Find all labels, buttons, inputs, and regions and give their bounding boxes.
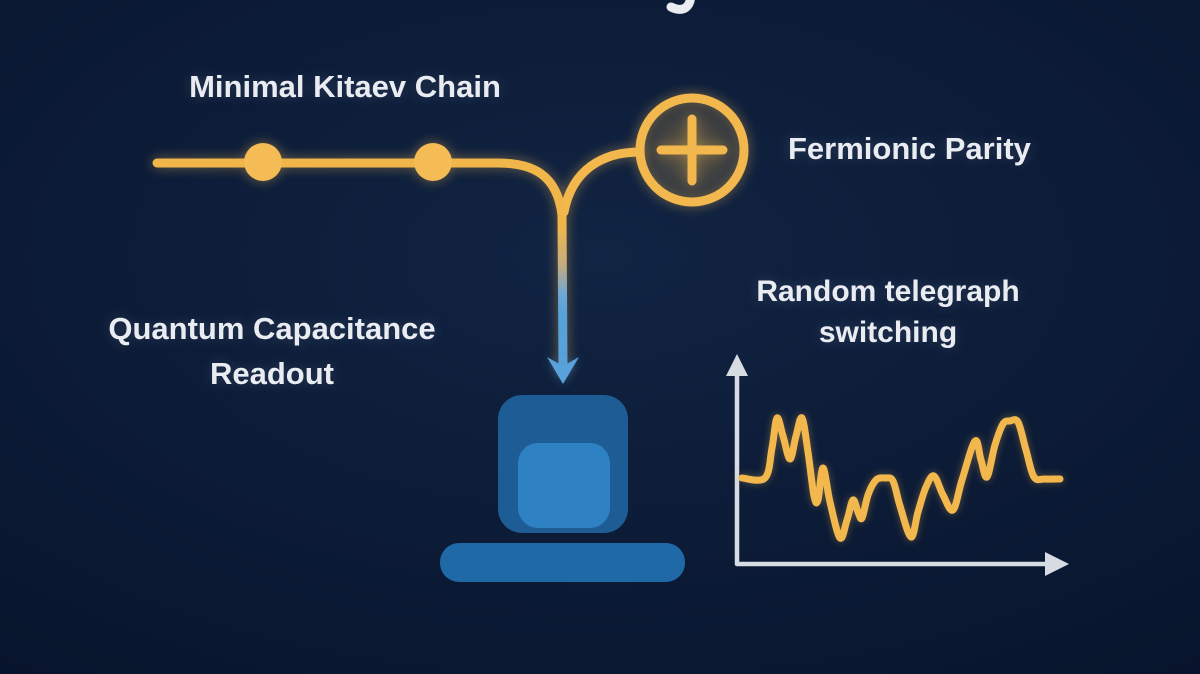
chain-site-dot-1-icon [244, 143, 282, 181]
chain-site-dot-2-icon [414, 143, 452, 181]
readout-device-screen [518, 443, 610, 528]
fermionic-parity-label: Fermionic Parity [788, 131, 1031, 166]
plus-circle-icon [635, 93, 749, 207]
readout-device-icon [440, 395, 685, 582]
parity-branch-wire [559, 147, 645, 217]
plus-glyph [656, 114, 728, 186]
random-telegraph-switching-label: Random telegraph switching [756, 275, 1020, 349]
cutoff-title-glyph-icon [666, 0, 695, 14]
quantum-capacitance-readout-label: Quantum Capacitance Readout [108, 311, 436, 391]
telegraph-signal [738, 414, 1064, 542]
readout-device-base [440, 543, 685, 582]
axes-lines [734, 369, 1049, 567]
mini-chart-axes-icon [726, 354, 1069, 576]
x-axis-arrowhead-icon [1045, 552, 1069, 576]
y-axis-arrowhead-icon [726, 354, 748, 376]
down-arrowhead-icon [547, 357, 579, 384]
kitaev-chain-label: Minimal Kitaev Chain [189, 69, 501, 104]
